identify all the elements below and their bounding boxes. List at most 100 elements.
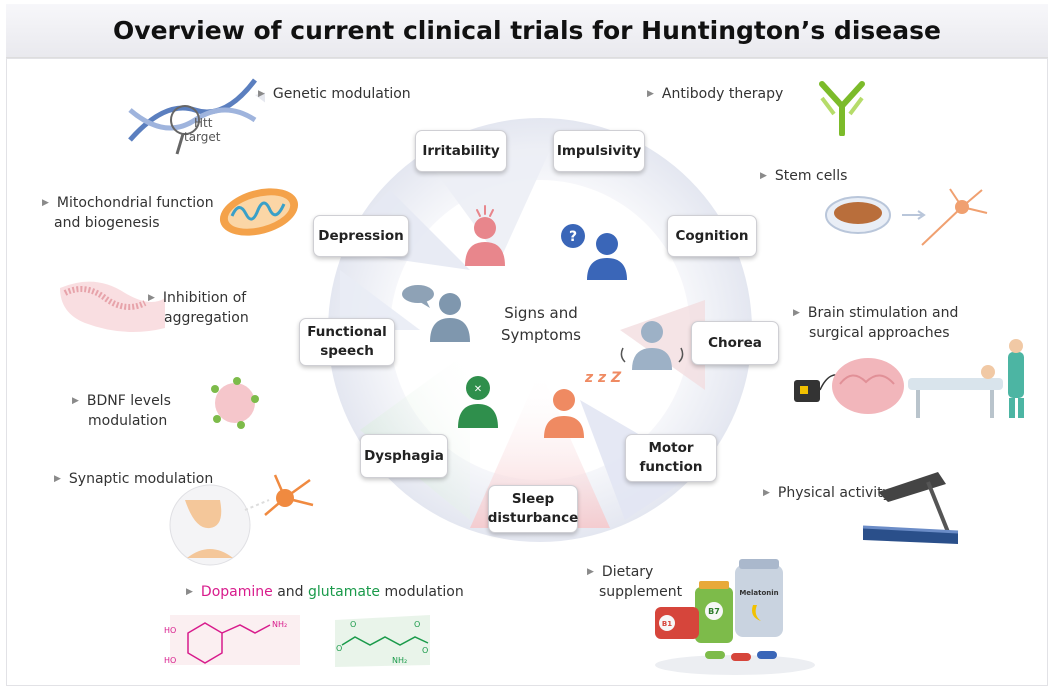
brain-surgery-icon	[794, 339, 1024, 418]
chorea-box: Chorea	[691, 321, 779, 365]
glutamate-structure-icon: O O O O NH₂	[335, 615, 430, 667]
b7-label: B7	[708, 607, 720, 616]
supplements-icon: Melatonin B7 B1	[655, 559, 815, 675]
sleep-disturbance-label-1: Sleep	[511, 491, 555, 507]
dopamine-glutamate-label: ▶ Dopamine and glutamate modulation	[186, 582, 464, 602]
stem-cells-label: ▶ Stem cells	[760, 166, 847, 186]
center-line-2: Symptoms	[500, 326, 582, 344]
irritability-box: Irritability	[415, 130, 507, 172]
aggregation-label: ▶ Inhibition of aggregation	[148, 288, 249, 328]
dietary-text-1: Dietary	[601, 564, 654, 580]
dna-icon	[128, 78, 265, 155]
irritability-label: Irritability	[422, 142, 500, 159]
sleeping-person-icon	[544, 389, 584, 438]
physical-activity-text: Physical activity	[777, 485, 891, 501]
cognition-box: Cognition	[667, 215, 757, 257]
bdnf-text-1: BDNF levels	[86, 393, 171, 409]
irritable-person-icon	[465, 205, 505, 266]
htt-line-2: target	[184, 130, 221, 144]
antibody-icon	[819, 81, 865, 136]
sleep-disturbance-label-2: disturbance	[487, 510, 579, 526]
bullet-icon: ▶	[763, 488, 770, 498]
aggregation-text-1: Inhibition of	[162, 290, 247, 306]
functional-speech-box: Functional speech	[299, 318, 395, 366]
depression-box: Depression	[313, 215, 409, 257]
physical-activity-label: ▶ Physical activity	[763, 483, 891, 503]
center-line-1: Signs and	[504, 304, 578, 322]
o-label-4: O	[422, 646, 428, 655]
glutamate-text: glutamate	[308, 584, 381, 600]
sleep-disturbance-box: Sleep disturbance	[488, 485, 578, 533]
chorea-segment	[620, 300, 705, 390]
nh2-label: NH₂	[272, 620, 287, 629]
depression-label: Depression	[318, 227, 404, 244]
stem-cells-text: Stem cells	[774, 168, 848, 184]
mitochondrion-icon	[219, 188, 299, 236]
stem-cells-icon	[825, 188, 988, 246]
mitochondrial-label: ▶ Mitochondrial function and biogenesis	[42, 193, 214, 233]
bdnf-text-2: modulation	[88, 413, 168, 429]
motor-function-box: Motor function	[625, 434, 717, 482]
speech-segment	[340, 270, 420, 330]
o-label-2: O	[350, 620, 356, 629]
and-text: and	[272, 584, 308, 600]
bullet-icon: ▶	[793, 308, 800, 318]
impulsivity-box: Impulsivity	[553, 130, 645, 172]
motor-function-label-2: function	[639, 459, 703, 475]
o-label-3: O	[414, 620, 420, 629]
bullet-icon: ▶	[647, 89, 654, 99]
page-title: Overview of current clinical trials for …	[113, 16, 941, 45]
bullet-icon: ▶	[587, 567, 594, 577]
functional-speech-label-2: speech	[320, 343, 374, 359]
chorea-label: Chorea	[708, 334, 762, 351]
functional-speech-label-1: Functional	[307, 324, 387, 340]
synapse-icon	[169, 474, 314, 566]
bullet-icon: ▶	[760, 171, 767, 181]
oh-label-1: HO	[164, 626, 176, 635]
motor-function-label-1: Motor	[648, 440, 694, 456]
dysphagia-person-icon: ✕	[458, 376, 498, 428]
sleep-z-icon: z z Z	[585, 370, 622, 386]
chorea-person-icon	[620, 321, 684, 370]
synaptic-label: ▶Synaptic modulation	[54, 469, 213, 489]
svg-text:?: ?	[569, 229, 577, 245]
mitochondrial-text-2: and biogenesis	[54, 215, 160, 231]
dysphagia-box: Dysphagia	[360, 434, 448, 478]
dietary-text-2: supplement	[599, 584, 683, 600]
brain-stimulation-label: ▶ Brain stimulation and surgical approache…	[793, 303, 958, 343]
center-title: Signs and Symptoms	[486, 302, 596, 346]
bullet-icon: ▶	[54, 474, 61, 484]
bullet-icon: ▶	[186, 587, 193, 597]
dopamine-text: Dopamine	[200, 584, 273, 600]
treadmill-icon	[862, 472, 959, 544]
genetic-modulation-text: Genetic modulation	[272, 86, 411, 102]
mitochondrial-text-1: Mitochondrial function	[56, 195, 214, 211]
bullet-icon: ▶	[72, 396, 79, 406]
nh2-label-2: NH₂	[392, 656, 407, 665]
htt-line-1: Htt	[194, 116, 213, 130]
brain-stimulation-text-2: surgical approaches	[809, 325, 950, 341]
dietary-supplement-label: ▶ Dietary supplement	[587, 562, 682, 602]
brain-stimulation-text-1: Brain stimulation and	[807, 305, 959, 321]
confused-person-icon: ?	[561, 224, 627, 280]
bullet-icon: ▶	[148, 293, 155, 303]
bdnf-label: ▶ BDNF levels modulation	[72, 391, 171, 431]
cognition-label: Cognition	[675, 227, 749, 244]
b1-label: B1	[662, 620, 672, 628]
oh-label-2: HO	[164, 656, 176, 665]
impulsivity-label: Impulsivity	[556, 142, 642, 159]
title-banner: Overview of current clinical trials for …	[6, 4, 1048, 58]
bullet-icon: ▶	[42, 198, 49, 208]
aggregation-icon	[60, 281, 165, 332]
antibody-text: Antibody therapy	[661, 86, 784, 102]
dysphagia-label: Dysphagia	[364, 447, 444, 464]
dopamine-structure-icon: HO HO NH₂	[164, 615, 300, 665]
aggregation-text-2: aggregation	[164, 310, 249, 326]
bdnf-icon	[211, 377, 259, 429]
melatonin-label: Melatonin	[739, 589, 778, 597]
modulation-text: modulation	[380, 584, 464, 600]
o-label-1: O	[336, 644, 342, 653]
speaking-person-icon	[402, 285, 470, 342]
